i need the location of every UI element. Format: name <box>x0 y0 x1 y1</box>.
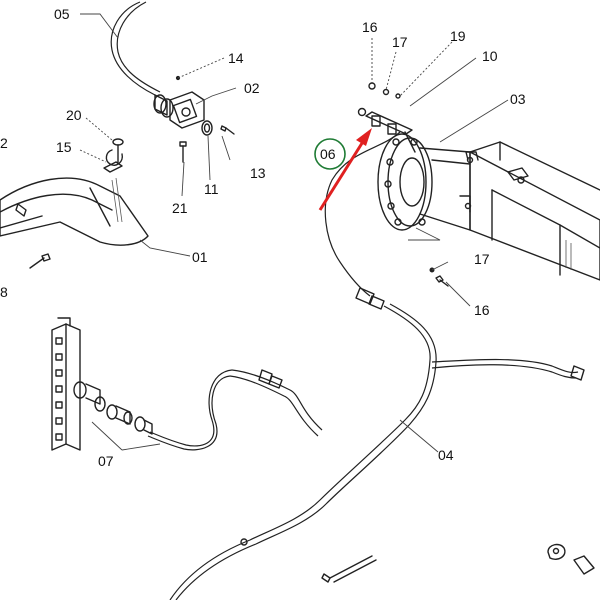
clip <box>547 543 566 560</box>
part-label-20: 20 <box>66 107 82 123</box>
part-label-21: 21 <box>172 200 188 216</box>
part-label-04: 04 <box>438 447 454 463</box>
part-label-14: 14 <box>228 50 244 66</box>
part-label-03: 03 <box>510 91 526 107</box>
part-label-19: 19 <box>450 28 466 44</box>
cable-tie <box>321 555 377 583</box>
part-label-8: 8 <box>0 284 8 300</box>
bracket-01 <box>0 177 149 246</box>
cable-05 <box>110 1 161 96</box>
screw-8 <box>29 253 51 269</box>
pin-21 <box>179 141 187 163</box>
clip-3 <box>240 538 248 546</box>
part-label-06: 06 <box>320 146 336 162</box>
highlight-arrow <box>318 128 372 211</box>
part-label-05: 05 <box>54 6 70 22</box>
plug-07 <box>51 317 153 451</box>
part-label-07: 07 <box>98 453 114 469</box>
part-label-16-bottom: 16 <box>474 302 490 318</box>
part-label-16-top: 16 <box>362 19 378 35</box>
clamp-15-20 <box>103 138 124 173</box>
sensor-bracket-10 <box>357 82 416 153</box>
highlight-circle <box>314 138 346 170</box>
part-label-11: 11 <box>204 181 219 197</box>
part-label-15: 15 <box>56 139 72 155</box>
part-label-2: 2 <box>0 135 8 151</box>
screw-13 <box>220 125 235 135</box>
screws-16-17-lower <box>429 267 449 287</box>
leader-lines <box>79 13 509 453</box>
axle-beam-03 <box>377 133 600 281</box>
cable-06 <box>324 131 401 310</box>
part-label-17-top: 17 <box>392 34 408 50</box>
connector-02 <box>153 91 213 136</box>
part-label-13: 13 <box>250 165 266 181</box>
harness-04 <box>147 303 585 600</box>
part-label-02: 02 <box>244 80 260 96</box>
part-label-17-bottom: 17 <box>474 251 490 267</box>
part-label-01: 01 <box>192 249 208 265</box>
part-label-10: 10 <box>482 48 498 64</box>
clip-2 <box>573 555 595 575</box>
